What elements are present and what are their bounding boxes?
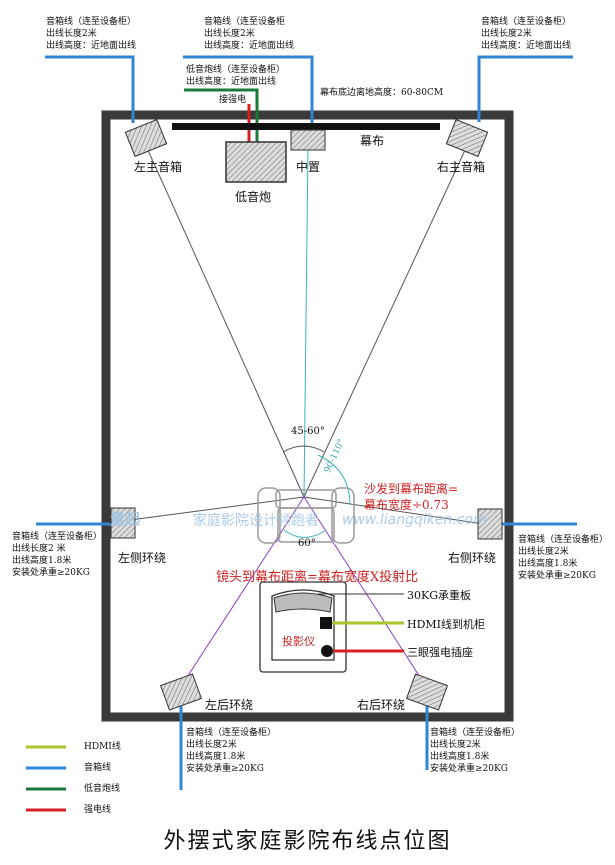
- speaker-left-rear: [159, 673, 203, 711]
- label-center: 中置: [296, 160, 321, 174]
- note-right-surround: 音箱线（连至设备柜） 出线长度2米 出线高度1.8米 安装处承重≥20KG: [518, 535, 609, 581]
- subwoofer-box: [225, 141, 287, 183]
- cable-right-main: [477, 55, 573, 122]
- label-left-surround: 左侧环绕: [118, 551, 167, 565]
- sightline-right-main: [303, 147, 467, 498]
- sightline-left-main: [146, 147, 305, 498]
- label-right-main: 右主音箱: [437, 160, 486, 174]
- sightline-right-surround: [303, 496, 491, 526]
- legend-power: 强电线: [84, 805, 112, 815]
- label-board: 30KG承重板: [407, 589, 472, 602]
- legend-speaker: 音箱线: [84, 763, 112, 773]
- speaker-right-rear: [405, 673, 449, 711]
- label-left-main: 左主音箱: [134, 160, 183, 174]
- speaker-left-main: [124, 118, 168, 158]
- power-outlet-icon: [321, 645, 333, 657]
- note-sub: 低音炮线（连至设备柜） 出线高度：近地面出线: [186, 65, 286, 87]
- speaker-right-surround: [477, 508, 503, 540]
- projector-hatch: [273, 592, 333, 613]
- arc-main: [282, 445, 325, 453]
- cable-center: [183, 55, 314, 126]
- note-left-main: 音箱线（连至设备柜） 出线长度2米 出线高度：近地面出线: [46, 17, 137, 51]
- sightline-center: [303, 143, 309, 498]
- projector-body: [271, 589, 335, 661]
- note-screen-height: 幕布底边离地高度：60-80CM: [320, 88, 444, 98]
- arc-rear: [283, 529, 327, 538]
- screen-bar: [172, 123, 440, 130]
- note-center: 音箱线（连至设备柜 出线长度2米 出线高度：近地面出线: [204, 17, 295, 51]
- label-right-surround: 右侧环绕: [448, 551, 497, 565]
- watermark-brand: 量起: [110, 510, 141, 528]
- speaker-right-main: [445, 118, 489, 158]
- legend-hdmi: HDMI线: [84, 742, 121, 752]
- rearline-left: [179, 496, 305, 689]
- watermark-url: www.liangqiken.com: [342, 512, 487, 528]
- note-left-surround: 音箱线（连至设备柜） 出线长度2 米 出线高度1.8米 安装处承重≥20KG: [12, 532, 103, 578]
- projector-board: [259, 581, 347, 673]
- note-left-rear: 音箱线（连至设备柜） 出线长度2米 出线高度1.8米 安装处承重≥20KG: [186, 728, 277, 774]
- sofa: [257, 487, 355, 544]
- note-right-rear: 音箱线（连至设备柜） 出线长度2米 出线高度1.8米 安装处承重≥20KG: [430, 728, 521, 774]
- label-angle-main: 45-60°: [291, 426, 325, 437]
- label-angle-rear: 60°: [298, 538, 316, 549]
- room-walls: [101, 110, 514, 722]
- note-right-main: 音箱线（连至设备柜） 出线长度2米 出线高度：近地面出线: [481, 17, 572, 51]
- diagram-title: 外摆式家庭影院布线点位图: [163, 829, 452, 854]
- lens-formula: 镜头到幕布距离=幕布宽度X投射比: [216, 570, 419, 585]
- label-screen: 幕布: [360, 134, 385, 148]
- watermark-tagline: 家庭影院设计领跑者: [193, 513, 319, 529]
- label-left-rear: 左后环绕: [205, 698, 254, 712]
- speaker-left-surround: [110, 507, 136, 539]
- sofa-formula-2: 幕布宽度÷0.73: [364, 498, 449, 512]
- rearline-right: [303, 496, 428, 689]
- label-subwoofer: 低音炮: [235, 190, 272, 204]
- sofa-formula-1: 沙发到幕布距离=: [364, 482, 459, 496]
- hdmi-port: [320, 617, 332, 629]
- cable-left-main: [45, 55, 135, 123]
- note-power: 接强电: [219, 95, 247, 105]
- sightline-left-surround: [129, 496, 305, 521]
- arc-surround: [317, 454, 351, 506]
- label-projector: 投影仪: [282, 635, 315, 648]
- speaker-center: [290, 129, 326, 151]
- label-outlet: 三眼强电插座: [407, 646, 473, 659]
- label-hdmi: HDMI线到机柜: [407, 618, 486, 631]
- label-right-rear: 右后环绕: [357, 698, 406, 712]
- legend-sub: 低音炮线: [84, 784, 121, 794]
